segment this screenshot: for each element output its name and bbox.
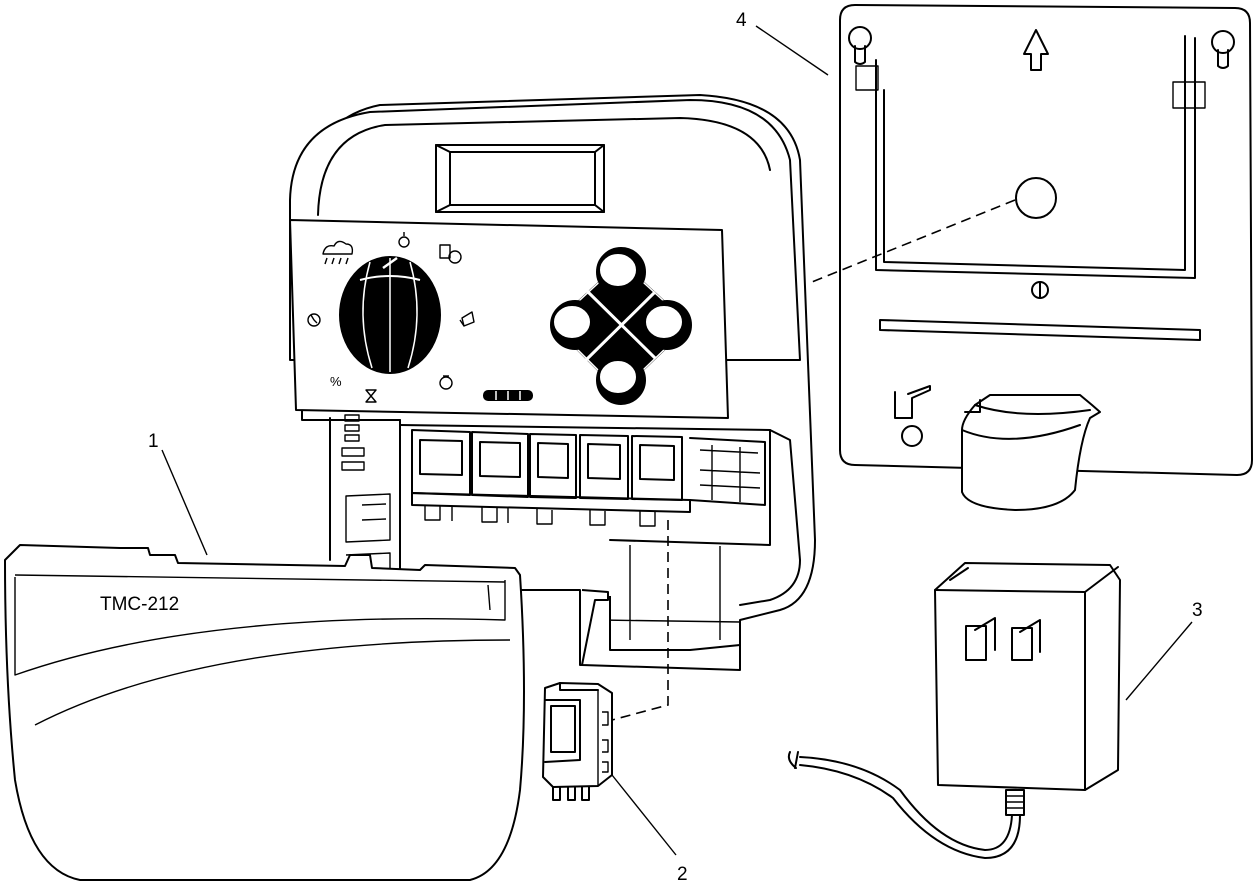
callout-number-1: 1 xyxy=(148,431,159,452)
down-button[interactable] xyxy=(596,355,646,405)
rain-cloud-icon xyxy=(322,240,354,265)
status-led-strip xyxy=(483,390,533,401)
left-button[interactable] xyxy=(550,300,600,350)
clock-icon xyxy=(307,313,321,327)
callout-leader-4 xyxy=(755,25,829,76)
power-cord xyxy=(799,756,1013,851)
keyhole-left-icon xyxy=(848,26,872,65)
up-button[interactable] xyxy=(596,247,646,297)
callout-leader-1 xyxy=(161,449,208,556)
stopwatch-icon xyxy=(398,232,410,248)
keyhole-right-icon xyxy=(1211,30,1235,69)
callout-number-2: 2 xyxy=(677,864,688,885)
callout-leader-2 xyxy=(611,774,677,856)
model-label: TMC-212 xyxy=(100,594,179,615)
pencil-icon xyxy=(459,311,475,327)
calendar-icon xyxy=(439,244,462,264)
power-transformer xyxy=(787,562,1121,859)
callout-leader-3 xyxy=(1125,621,1193,701)
screw-mark-icon xyxy=(1031,281,1049,299)
station-module-slots xyxy=(411,429,766,527)
station-module xyxy=(542,682,613,801)
callout-number-3: 3 xyxy=(1192,600,1203,621)
percent-symbol: % xyxy=(330,374,342,389)
controller-body: % xyxy=(289,94,816,666)
plug-prongs xyxy=(965,617,1041,661)
front-cover: TMC-212 xyxy=(4,544,741,881)
callout-number-4: 4 xyxy=(736,10,747,31)
program-dial[interactable] xyxy=(339,256,441,374)
cord-holder-cup xyxy=(961,394,1101,511)
mounting-hole xyxy=(1015,177,1057,219)
hourglass-icon xyxy=(365,389,377,403)
terminal-strip-left xyxy=(341,414,391,572)
lcd-display xyxy=(435,144,605,213)
right-button[interactable] xyxy=(642,300,692,350)
module-dashed-line xyxy=(611,520,669,721)
stopwatch-small-icon xyxy=(439,375,453,390)
up-arrow-icon xyxy=(1023,29,1049,71)
wall-mounting-plate xyxy=(839,4,1253,511)
mounting-dashed-line xyxy=(811,199,1016,283)
